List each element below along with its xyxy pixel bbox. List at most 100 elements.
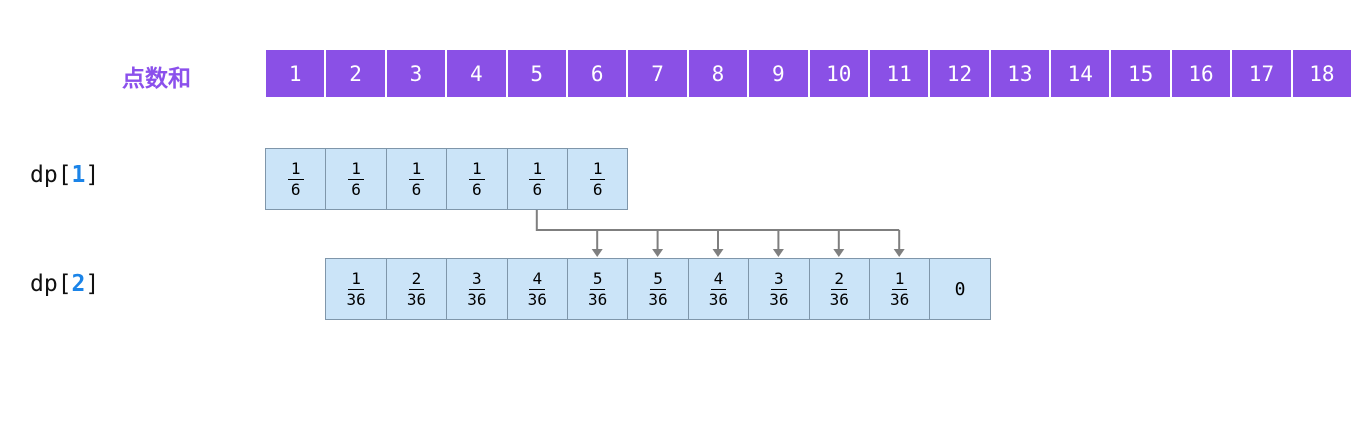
fraction-denominator: 36 bbox=[889, 289, 910, 309]
fraction-denominator: 36 bbox=[527, 289, 547, 309]
sum-header-cell: 13 bbox=[990, 50, 1050, 97]
arrow-head bbox=[893, 249, 905, 257]
fraction-denominator: 6 bbox=[592, 179, 603, 199]
fraction-numerator: 5 bbox=[650, 270, 666, 290]
dp2-label-index: 2 bbox=[71, 271, 86, 297]
arrow-trunk-line bbox=[535, 210, 900, 231]
fraction-denominator: 36 bbox=[769, 289, 789, 309]
fraction-numerator: 4 bbox=[529, 270, 546, 290]
fraction-numerator: 1 bbox=[348, 160, 364, 180]
dp2-label-suffix: ] bbox=[85, 271, 100, 297]
fraction-denominator: 36 bbox=[588, 289, 608, 309]
sum-header-cell: 3 bbox=[386, 50, 446, 97]
sum-axis-label: 点数和 bbox=[122, 66, 191, 92]
fraction-denominator: 36 bbox=[346, 289, 366, 309]
sum-header-cell: 11 bbox=[869, 50, 929, 97]
fraction-numerator: 1 bbox=[891, 270, 908, 290]
sum-header-cell: 2 bbox=[326, 50, 385, 97]
sum-header-cell: 5 bbox=[507, 50, 566, 97]
fraction-numerator: 1 bbox=[348, 270, 364, 290]
fraction-numerator: 5 bbox=[589, 270, 606, 290]
zero-value: 0 bbox=[954, 278, 966, 300]
dp2-label-prefix: dp[ bbox=[30, 271, 72, 297]
dp-value-cell: 0 bbox=[929, 258, 991, 320]
sum-header-cell: 9 bbox=[749, 50, 808, 97]
dp1-row-label: dp[1] bbox=[30, 162, 99, 188]
dp1-label-prefix: dp[ bbox=[30, 162, 72, 188]
sum-header-cell: 6 bbox=[567, 50, 627, 97]
sum-header-cell: 16 bbox=[1171, 50, 1231, 97]
sum-header-cell: 4 bbox=[447, 50, 506, 97]
sum-header-cell: 14 bbox=[1051, 50, 1110, 97]
sum-header-cell: 18 bbox=[1292, 50, 1352, 97]
dp2-row-label: dp[2] bbox=[30, 271, 99, 297]
arrow-head bbox=[652, 249, 664, 257]
fraction-numerator: 2 bbox=[831, 270, 848, 290]
sum-header-cell: 1 bbox=[266, 50, 325, 97]
sum-header-cell: 12 bbox=[930, 50, 989, 97]
fraction-denominator: 6 bbox=[290, 179, 301, 199]
fraction-denominator: 6 bbox=[411, 179, 422, 199]
dp1-label-index: 1 bbox=[71, 162, 86, 188]
arrow-head bbox=[712, 249, 724, 257]
fraction-numerator: 3 bbox=[771, 270, 787, 290]
arrow-head bbox=[833, 249, 845, 257]
fraction-numerator: 3 bbox=[469, 270, 485, 290]
sum-header-cell: 15 bbox=[1111, 50, 1170, 97]
fraction-denominator: 36 bbox=[406, 289, 427, 309]
fraction-denominator: 6 bbox=[472, 179, 482, 199]
fraction-numerator: 1 bbox=[408, 160, 425, 180]
arrow-head bbox=[772, 249, 784, 257]
sum-header-cell: 10 bbox=[809, 50, 868, 97]
fraction-denominator: 6 bbox=[532, 179, 543, 199]
sum-header-cell: 8 bbox=[688, 50, 748, 97]
fraction-denominator: 36 bbox=[648, 289, 668, 309]
fraction-numerator: 2 bbox=[408, 270, 425, 290]
fraction-numerator: 1 bbox=[529, 160, 546, 180]
sum-header-cell: 17 bbox=[1232, 50, 1291, 97]
dp1-label-suffix: ] bbox=[85, 162, 100, 188]
fraction-denominator: 36 bbox=[829, 289, 849, 309]
fraction-denominator: 6 bbox=[351, 179, 361, 199]
sum-header-cell: 7 bbox=[628, 50, 687, 97]
fraction-numerator: 1 bbox=[287, 160, 304, 180]
fraction-denominator: 36 bbox=[708, 289, 729, 309]
arrow-head bbox=[591, 249, 603, 257]
fraction-denominator: 36 bbox=[467, 289, 487, 309]
